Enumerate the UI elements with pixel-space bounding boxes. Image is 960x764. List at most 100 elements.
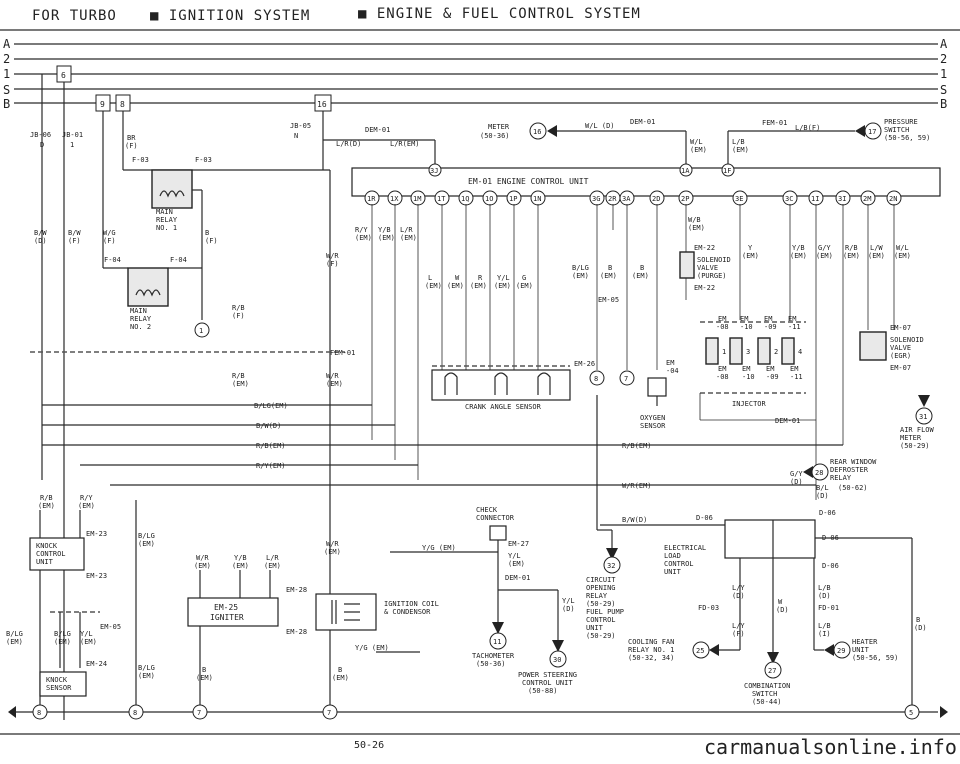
ground-bus-7-b-label: 7 bbox=[327, 709, 331, 717]
wire-b-2-loc: (EM) bbox=[632, 272, 649, 280]
ecu-label: EM-01 ENGINE CONTROL UNIT bbox=[468, 177, 589, 186]
cooling-l2: RELAY NO. 1 bbox=[628, 646, 674, 654]
igniter-wire-yb: Y/B bbox=[234, 554, 247, 562]
wire-lr: L/R bbox=[400, 226, 413, 234]
circuit-l4: (50-29) bbox=[586, 600, 616, 608]
ps-l3: (50-88) bbox=[528, 687, 558, 695]
knock-wire-blg-low-loc: (EM) bbox=[138, 672, 155, 680]
knock-wire-ry: R/Y bbox=[80, 494, 93, 502]
elu-l1: ELECTRICAL bbox=[664, 544, 706, 552]
rear-arrow-icon bbox=[803, 466, 813, 478]
wire-b-1: B bbox=[608, 264, 612, 272]
knock-control-conn1: EM-23 bbox=[86, 530, 107, 538]
ecu-pin-1f bbox=[721, 163, 735, 177]
heater-wire-lb-loc: (D) bbox=[818, 592, 831, 600]
check-wire-yg: Y/G (EM) bbox=[422, 544, 456, 552]
wire-wr-em-loc: (EM) bbox=[326, 380, 343, 388]
main-relay-2-box bbox=[127, 267, 169, 307]
solenoid-egr-l2: VALVE bbox=[890, 344, 911, 352]
ecu-pin-label-2n: 2N bbox=[889, 195, 897, 203]
injector-conn-7: -09 bbox=[766, 373, 779, 381]
air-flow-arrow-icon bbox=[918, 395, 930, 407]
cooling-num: 25 bbox=[696, 647, 704, 655]
combo-l2: SWITCH bbox=[752, 690, 777, 698]
rail-label-s-left: S bbox=[3, 83, 10, 97]
rear-window-l3: RELAY bbox=[830, 474, 852, 482]
ground-bus-7 bbox=[192, 704, 208, 720]
air-flow-num: 31 bbox=[919, 413, 927, 421]
ground-bus-8-label: 8 bbox=[133, 709, 137, 717]
wire-ry-loc: (EM) bbox=[355, 234, 372, 242]
knock-control-l1: KNOCK bbox=[36, 542, 58, 550]
power-rails: A 2 1 S B A 2 1 S B bbox=[3, 37, 948, 111]
ecu-pin-1a-label: 1A bbox=[681, 167, 690, 175]
igniter-wire-b: B bbox=[202, 666, 206, 674]
solenoid-purge-conn2: EM-22 bbox=[694, 284, 715, 292]
sensor-coil-icon bbox=[444, 372, 551, 395]
wire-bw-f-loc: (F) bbox=[68, 237, 81, 245]
injector-num-1: 1 bbox=[722, 348, 726, 356]
solenoid-egr-l1: SOLENOID bbox=[890, 336, 924, 344]
wire-yb-loc: (EM) bbox=[378, 234, 395, 242]
ground-1-label: 1 bbox=[199, 327, 203, 335]
wire-wg-f: W/G bbox=[103, 229, 116, 237]
air-flow-connector bbox=[915, 407, 933, 425]
check-connector-conn: EM-27 bbox=[508, 540, 529, 548]
wire-lw-loc: (EM) bbox=[868, 252, 885, 260]
connector-16-label: 16 bbox=[317, 100, 327, 109]
cooling-fan-relay: L/Y (D) FD-03 L/Y (F) 25 COOLING FAN REL… bbox=[628, 558, 745, 662]
ecu-pin-label-3c: 3C bbox=[785, 195, 793, 203]
power-steering-connector bbox=[549, 650, 567, 668]
meter-arrow-icon bbox=[547, 125, 557, 137]
coil-wire-b-loc: (EM) bbox=[332, 674, 349, 682]
bus-blg-label: B/LG(EM) bbox=[254, 402, 288, 410]
wire-gy-loc: (EM) bbox=[816, 252, 833, 260]
bus-rb-right-label: R/B(EM) bbox=[622, 442, 652, 450]
tachometer-connector bbox=[489, 632, 507, 650]
igniter-wire-lr-loc: (EM) bbox=[264, 562, 281, 570]
elu-l2: LOAD bbox=[664, 552, 681, 560]
knock-control-l3: UNIT bbox=[36, 558, 54, 566]
wire-wl-loc: (EM) bbox=[894, 252, 911, 260]
combo-wire-w: W bbox=[778, 598, 783, 606]
solenoid-purge-l3: (PURGE) bbox=[697, 272, 727, 280]
igniter-wire-yb-loc: (EM) bbox=[232, 562, 249, 570]
check-dem01: DEM-01 bbox=[505, 574, 530, 582]
wire-b-2: B bbox=[640, 264, 644, 272]
cooling-l1: COOLING FAN bbox=[628, 638, 674, 646]
ground-8-icon bbox=[589, 370, 605, 386]
ps-l2: CONTROL UNIT bbox=[522, 679, 573, 687]
wire-br-loc: (F) bbox=[125, 142, 138, 150]
wire-dem01-meter: DEM-01 bbox=[630, 118, 655, 126]
wire-yb-2: Y/B bbox=[792, 244, 805, 252]
injector-num-4: 4 bbox=[798, 348, 802, 356]
wire-blg-loc: (EM) bbox=[572, 272, 589, 280]
wire-wr-f: W/R bbox=[326, 252, 339, 260]
coil-conn2: EM-28 bbox=[286, 628, 307, 636]
page-number: 50-26 bbox=[354, 740, 384, 751]
jb05-pin: N bbox=[294, 132, 298, 140]
ecu-pin-1f-label: 1F bbox=[723, 167, 731, 175]
ecu-pin-3j-label: 3J bbox=[430, 167, 438, 175]
rear-wire-bl-loc: (D) bbox=[816, 492, 829, 500]
igniter-l1: EM-25 bbox=[214, 603, 238, 612]
ecu-pin-label-1x: 1X bbox=[390, 195, 399, 203]
wire-fem01: FEM-01 bbox=[762, 119, 787, 127]
knock-sensor-l1: KNOCK bbox=[46, 676, 68, 684]
ground-bus-8 bbox=[128, 704, 144, 720]
ground-7-icon bbox=[619, 370, 635, 386]
heater-unit: L/B (D) FD-01 L/B (I) 29 HEATER UNIT (50… bbox=[813, 558, 927, 662]
wire-wb: W/B bbox=[688, 216, 701, 224]
ground-bus-5-label: 5 bbox=[909, 709, 913, 717]
air-flow-l2: METER bbox=[900, 434, 922, 442]
injector-1-box bbox=[705, 337, 719, 365]
ground-bus-8-left bbox=[32, 704, 48, 720]
cooling-l3: (50-32, 34) bbox=[628, 654, 674, 662]
solenoid-egr-l3: (EGR) bbox=[890, 352, 911, 360]
injector-em-7: EM bbox=[766, 365, 774, 373]
header-title-turbo: FOR TURBO bbox=[32, 8, 117, 24]
coil-wire-wr: W/R bbox=[326, 540, 339, 548]
wire-bw-d-loc: (D) bbox=[34, 237, 47, 245]
ps-arrow-icon bbox=[552, 640, 564, 652]
